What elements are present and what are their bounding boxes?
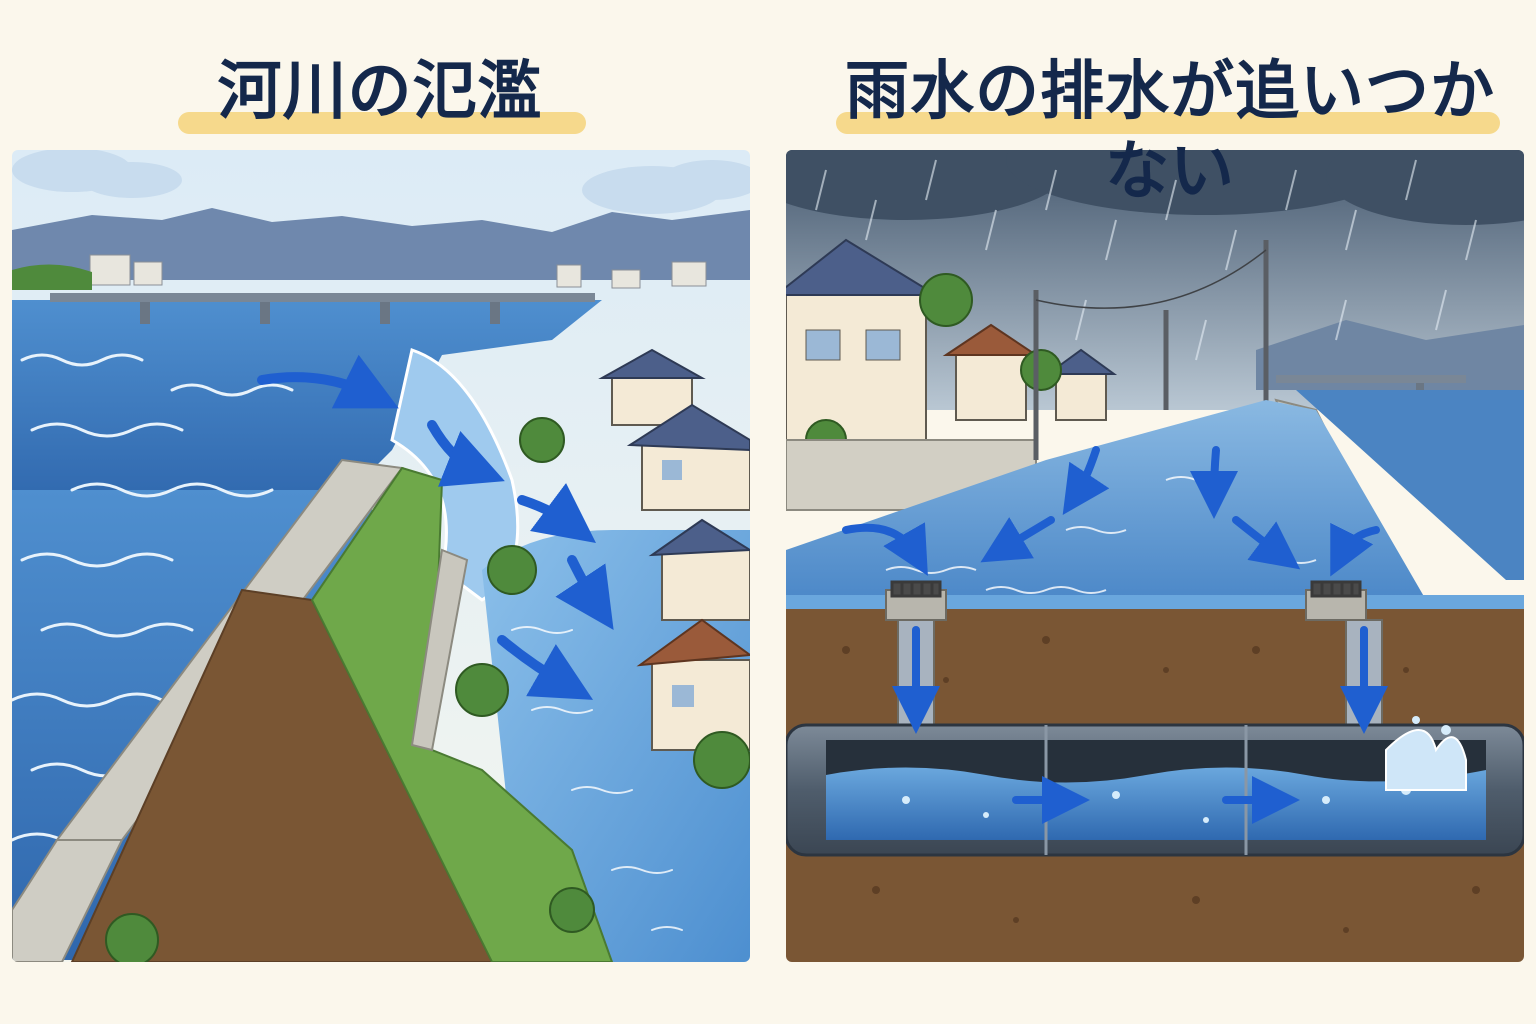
arrow-icon (892, 626, 1388, 734)
house-icon (942, 323, 1040, 421)
soil-pebbles (842, 636, 1480, 933)
river (12, 300, 602, 510)
panel-title-drainage-overflow: 雨水の排水が追いつかない (845, 55, 1495, 209)
house-icon (786, 238, 940, 451)
far-trees (12, 264, 92, 290)
pipe-water (826, 767, 1486, 840)
arrow-icon (842, 446, 1380, 577)
title-highlight-left (178, 112, 586, 134)
drainage-overflow-illustration (786, 150, 1524, 962)
panel-title-river-flood: 河川の氾濫 (217, 55, 543, 129)
pipe-overflow-spray (1385, 729, 1467, 791)
tree-icon (105, 417, 750, 962)
drainage-overflow-panel (786, 150, 1524, 962)
cloud (12, 150, 750, 214)
house-icon (598, 348, 706, 426)
house-icon (1044, 348, 1118, 421)
flood-ripples (511, 626, 683, 931)
grate-icon (1310, 580, 1362, 598)
distant-town (89, 254, 707, 289)
arrow-icon (257, 354, 614, 700)
levee-walkway-near (12, 839, 124, 962)
power-line (1035, 249, 1267, 309)
title-highlight-right (836, 112, 1500, 134)
retaining-wall (410, 548, 469, 752)
distant-mountains (1256, 320, 1524, 390)
rain (815, 159, 1477, 361)
river-flood-panel (12, 150, 750, 962)
bridge (50, 293, 595, 324)
house-icon (648, 518, 750, 621)
grate-icon (890, 580, 942, 598)
river-channel (1296, 390, 1524, 580)
distant-mountains (12, 208, 750, 280)
river-flood-illustration (12, 150, 750, 962)
levee-soil (70, 588, 494, 962)
storm-clouds (786, 150, 1524, 225)
house-icon (626, 403, 750, 511)
